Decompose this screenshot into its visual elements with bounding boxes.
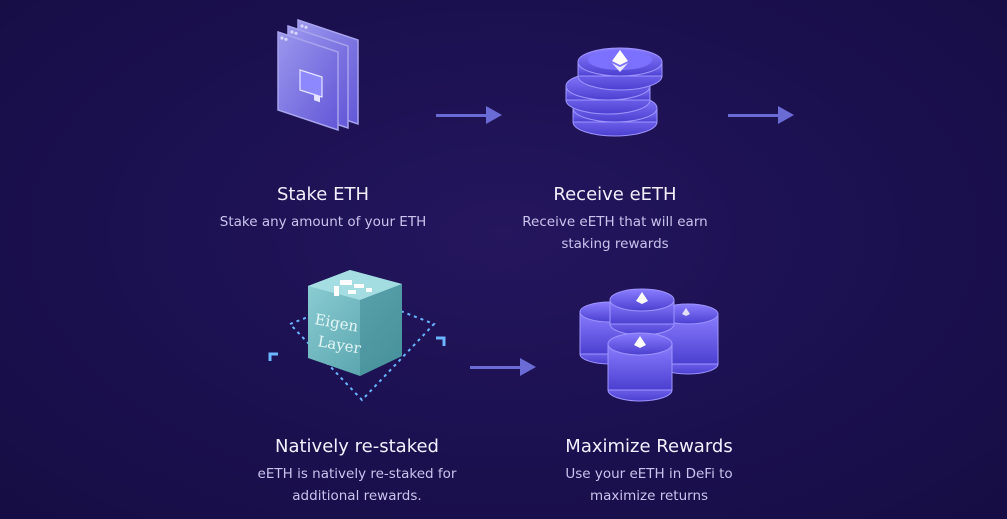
arrow-right-1 — [436, 106, 502, 124]
eeth-coin-stack-icon — [565, 47, 663, 137]
arrow-right-2 — [728, 106, 794, 124]
step-desc-maximize-rewards: Use your eETH in DeFi to maximize return… — [565, 466, 733, 504]
eeth-coin-stacks-icon — [579, 288, 719, 402]
arrow-right-3 — [470, 358, 536, 376]
receive-eeth-illustration — [560, 28, 670, 148]
step-title-stake-eth: Stake ETH — [277, 184, 369, 205]
step-title-maximize-rewards: Maximize Rewards — [565, 436, 733, 457]
wallet-windows-icon — [277, 18, 359, 132]
maximize-rewards-illustration — [570, 284, 730, 409]
step-title-receive-eeth: Receive eETH — [553, 184, 677, 205]
step-desc-natively-restaked: eETH is natively re-staked for additiona… — [257, 466, 457, 504]
step-title-natively-restaked: Natively re-staked — [275, 436, 439, 457]
step-desc-stake-eth: Stake any amount of your ETH — [219, 214, 427, 230]
step-desc-receive-eeth: Receive eETH that will earn staking rewa… — [522, 214, 708, 252]
stake-eth-illustration — [270, 12, 380, 132]
eigenlayer-cube-icon: Eigen Layer — [268, 270, 446, 402]
eigenlayer-illustration: Eigen Layer — [262, 266, 452, 411]
